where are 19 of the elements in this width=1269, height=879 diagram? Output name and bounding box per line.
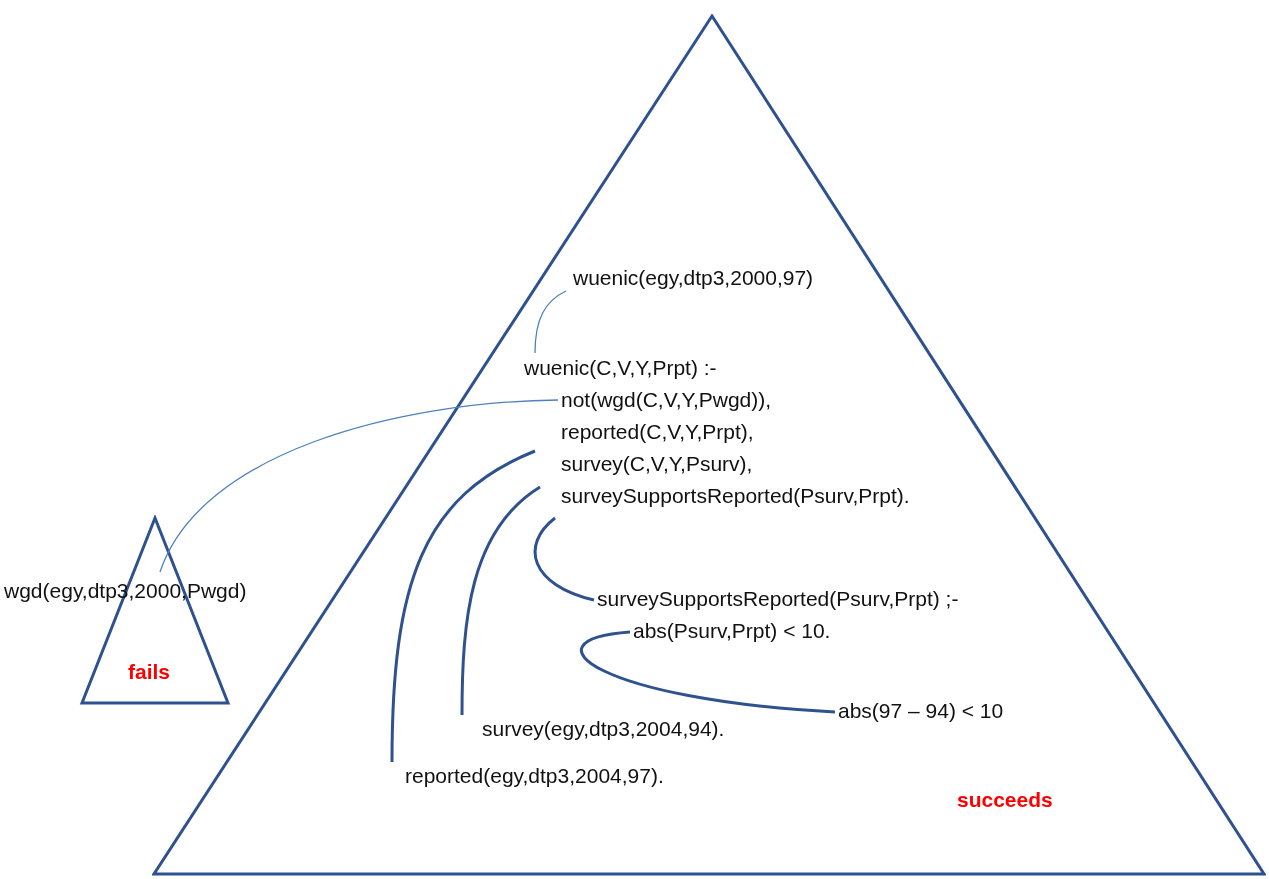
clause-text: wuenic(C,V,Y,Prpt) :- <box>524 355 717 381</box>
clause-text: abs(Psurv,Prpt) < 10. <box>633 618 831 644</box>
clause-text: abs(97 – 94) < 10 <box>838 698 1004 724</box>
clause-text: survey(egy,dtp3,2004,94). <box>482 716 725 742</box>
proof-line <box>533 516 595 602</box>
clause-text: reported(C,V,Y,Prpt), <box>561 419 754 445</box>
result-label: succeeds <box>957 788 1053 812</box>
result-label: fails <box>128 660 171 684</box>
proof-line <box>390 449 536 763</box>
clause-text: surveySupportsReported(Psurv,Prpt). <box>561 483 910 509</box>
proof-line <box>534 290 567 354</box>
proof-line <box>460 485 541 715</box>
clause-text: surveySupportsReported(Psurv,Prpt) ;- <box>597 586 959 612</box>
clause-text: survey(C,V,Y,Psurv), <box>561 451 753 477</box>
clause-text: reported(egy,dtp3,2004,97). <box>405 763 664 789</box>
proof-line <box>580 630 836 714</box>
clause-text: not(wgd(C,V,Y,Pwgd)), <box>561 387 772 413</box>
clause-text: wuenic(egy,dtp3,2000,97) <box>573 265 814 291</box>
proof-line <box>159 399 559 573</box>
